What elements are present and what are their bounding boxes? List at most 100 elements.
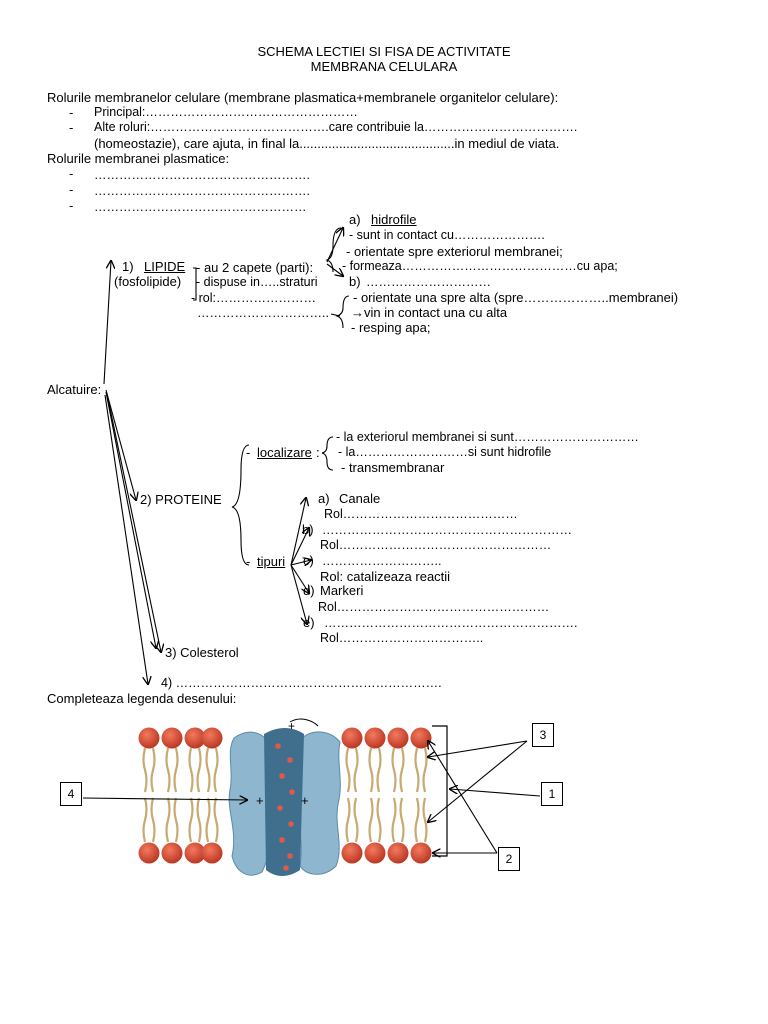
title-line-1: SCHEMA LECTIEI SI FISA DE ACTIVITATE — [257, 44, 511, 59]
type-e-letter: e) — [303, 615, 315, 630]
proteins-name: 2) PROTEINE — [140, 492, 222, 507]
type-a-text: Canale — [339, 491, 381, 506]
plasma-roles-heading: Rolurile membranei plasmatice: — [47, 151, 230, 166]
type-e-text: ……………………………………………………. — [324, 616, 578, 630]
roles-bullet: - — [69, 105, 74, 120]
lipid-tail — [165, 747, 171, 793]
lipid-tail — [150, 747, 156, 793]
title-line-2: MEMBRANA CELULARA — [310, 59, 458, 74]
lipid-tail — [142, 797, 148, 843]
plus-sign-right: + — [301, 793, 309, 808]
hydrophobic-letter: b) — [349, 274, 361, 289]
ion — [279, 773, 285, 779]
location-colon: : — [316, 445, 320, 460]
type-d-text: Markeri — [320, 583, 364, 598]
lipid-tail — [391, 797, 397, 843]
plasma-bullet: - — [69, 198, 74, 213]
legend-label-2: 2 — [498, 847, 520, 871]
location-item-3: - transmembranar — [341, 460, 445, 475]
lipid-tail — [173, 797, 179, 843]
channel-protein: + — [228, 718, 341, 876]
ion — [283, 865, 289, 871]
hydrophobic-item-2: →vin in contact una cu alta — [351, 305, 508, 320]
hydrophilic-item-1: - sunt in contact cu…………………. — [349, 228, 545, 242]
lipids-extra-dots: ………………………….. — [197, 306, 329, 320]
lipid-tail — [196, 747, 202, 793]
legend-label-1: 1 — [541, 782, 563, 806]
phospholipid-head — [138, 842, 160, 864]
type-b-text: …………………………………………………… — [322, 523, 572, 537]
location-dash: - — [246, 445, 251, 460]
phospholipid-head — [201, 727, 223, 749]
svg-text:+: + — [288, 719, 295, 733]
phospholipid-head — [201, 842, 223, 864]
lipid-tail — [353, 747, 359, 793]
lipid-tail — [353, 797, 359, 843]
location-label: localizare — [257, 445, 312, 460]
lipid-tail — [376, 797, 382, 843]
type-c-role: Rol: catalizeaza reactii — [320, 569, 451, 584]
role-principal: Principal:…………………………………………… — [94, 105, 358, 119]
phospholipid-head — [184, 727, 206, 749]
lipid-tail — [142, 747, 148, 793]
lipid-tail — [213, 797, 219, 843]
plasma-role-2: ……………………………………………. — [94, 184, 310, 198]
type-c-text: ……………………….. — [322, 554, 442, 568]
ion — [287, 757, 293, 763]
lipid-tail — [345, 797, 351, 843]
types-label: tipuri — [257, 554, 286, 569]
lipids-trait-layers: - dispuse in…..straturi — [196, 275, 318, 289]
hydrophobic-dots: ………………………… — [366, 275, 491, 289]
ion — [279, 837, 285, 843]
types-dash: - — [246, 554, 251, 569]
cholesterol: 3) Colesterol — [165, 645, 239, 660]
role-other: Alte roluri:…………………………………….care contribu… — [94, 120, 578, 134]
lipid-tail — [173, 747, 179, 793]
hydrophilic-letter: a) — [349, 212, 361, 227]
type-d-role: Rol…………………………………………… — [318, 600, 550, 614]
lipid-tail — [414, 747, 420, 793]
legend-label-3: 3 — [532, 723, 554, 747]
lipid-tail — [345, 747, 351, 793]
lipid-tail — [414, 797, 420, 843]
phospholipid-head — [387, 842, 409, 864]
phospholipid-head — [184, 842, 206, 864]
ion — [277, 805, 283, 811]
lipids-trait-role: - rol:…………………… — [191, 291, 316, 305]
lipid-tail — [205, 797, 211, 843]
type-b-role: Rol…………………………………………… — [320, 538, 552, 552]
lipid-tail — [196, 797, 202, 843]
lipids-name: LIPIDE — [144, 259, 186, 274]
phospholipid-head — [364, 727, 386, 749]
plasma-bullet: - — [69, 182, 74, 197]
plasma-bullet: - — [69, 166, 74, 181]
ion — [288, 821, 294, 827]
lipids-sub: (fosfolipide) — [114, 274, 182, 289]
phospholipid-head — [161, 727, 183, 749]
lipid-tail — [150, 797, 156, 843]
phospholipid-head — [161, 842, 183, 864]
lipid-tail — [205, 747, 211, 793]
type-d-letter: d) — [303, 583, 315, 598]
hydrophilic-item-3: - formeaza……………………………………cu apa; — [342, 259, 618, 273]
lipids-number: 1) — [122, 259, 134, 274]
phospholipid-head — [410, 842, 432, 864]
lipid-tail — [422, 797, 428, 843]
role-homeostasis: (homeostazie), care ajuta, in final la..… — [94, 136, 560, 151]
legend-label-4: 4 — [60, 782, 82, 806]
ion — [287, 853, 293, 859]
phospholipid-head — [341, 842, 363, 864]
type-a-role: Rol…………………………………… — [324, 507, 518, 521]
phospholipid-head — [364, 842, 386, 864]
lipid-tail — [368, 797, 374, 843]
plus-sign-left: + — [256, 793, 264, 808]
hydrophilic-name: hidrofile — [371, 212, 417, 227]
lipid-tail — [213, 747, 219, 793]
lipid-tail — [188, 747, 194, 793]
fourth-component: 4) ………………………………………………………. — [161, 676, 442, 690]
lipid-tail — [399, 747, 405, 793]
lipid-tail — [368, 747, 374, 793]
location-item-1: - la exteriorul membranei si sunt…………………… — [336, 430, 639, 444]
